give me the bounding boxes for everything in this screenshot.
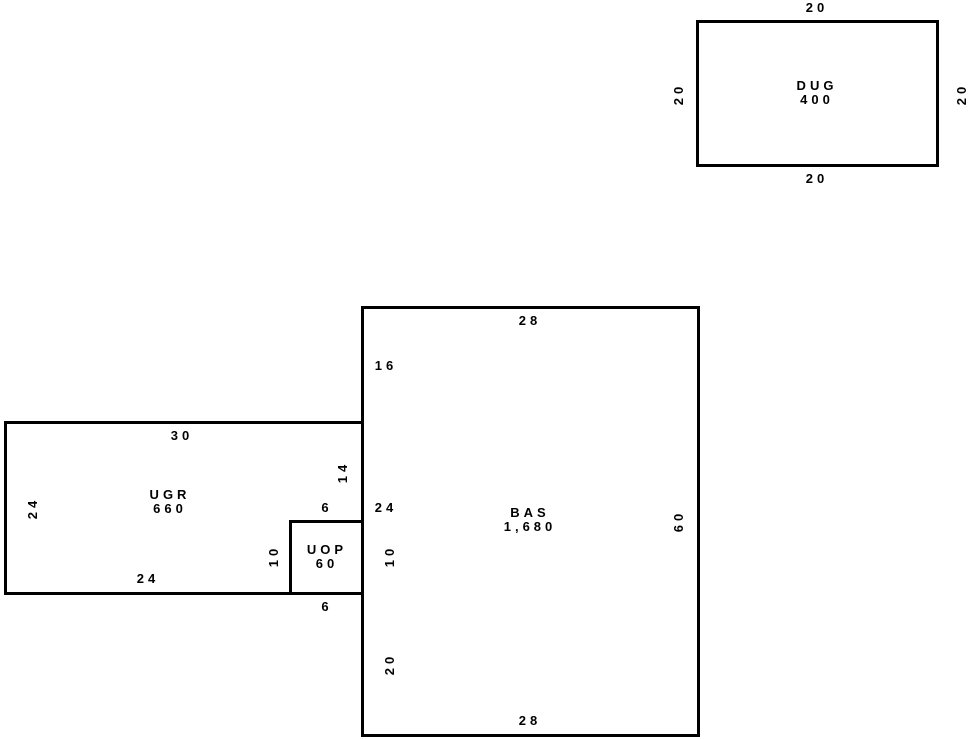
dim-label: 60 (671, 509, 686, 533)
ugr-area (4, 421, 364, 595)
dim-label: 20 (671, 82, 686, 106)
dim-label: 16 (374, 358, 398, 373)
dim-label: 10 (382, 544, 397, 568)
dim-label: 6 (321, 500, 333, 515)
dim-label: 14 (335, 460, 350, 484)
dim-label: 24 (374, 500, 398, 515)
dim-label: 30 (170, 428, 194, 443)
uop-area (289, 520, 364, 595)
dim-label: 20 (954, 82, 969, 106)
dim-label: 20 (805, 0, 829, 15)
dim-label: 24 (136, 571, 160, 586)
dim-label: 20 (805, 171, 829, 186)
dim-label: 24 (25, 496, 40, 520)
dim-label: 6 (321, 599, 333, 614)
dug-area (696, 20, 939, 167)
dim-label: 28 (518, 313, 542, 328)
dim-label: 28 (518, 713, 542, 728)
dim-label: 20 (382, 652, 397, 676)
dim-label: 10 (266, 544, 281, 568)
